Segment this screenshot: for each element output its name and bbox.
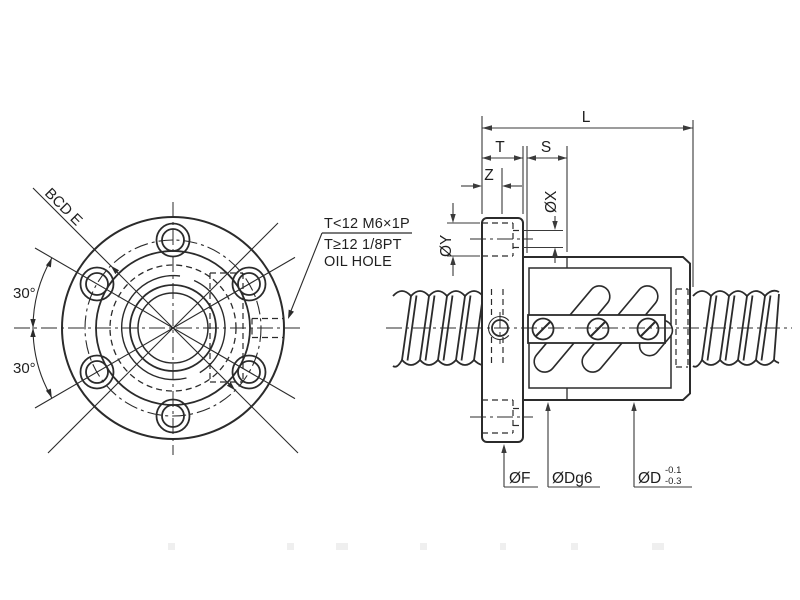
angle-arc-arrows [30,258,52,398]
dim-label-diam-dg6: ØDg6 [552,470,593,487]
note-line-3: OIL HOLE [324,254,392,270]
side-centerlines [386,238,792,418]
diam-d-tolerance-upper: -0.1 [665,465,681,476]
thread-arc-major [120,274,187,381]
dim-label-diam-d: ØD [638,470,661,487]
dim-label-diam-f: ØF [509,470,531,487]
dim-label-diam-y: ØY [438,235,455,257]
front-centerlines [14,202,302,455]
side-view [386,217,792,443]
dim-label-t: T [495,139,505,156]
bcd-arrows [110,265,236,391]
bcd-label: BCD E [41,185,85,229]
note-line-1: T<12 M6×1P [324,216,410,232]
clamp-screws [531,317,660,341]
dim-label-diam-x: ØX [543,190,560,213]
note-line-2: T≥12 1/8PT [324,237,402,253]
screw-shaft-left [392,290,484,368]
bcd-diagonal-line [32,187,299,454]
hidden-bore-right [675,288,689,368]
dim-label-l: L [582,109,591,126]
dimension-graphics [447,116,694,488]
thread-arc-minor [193,279,226,374]
cross-diagonal-line [47,222,279,454]
angle-label-bottom: 30° [13,360,36,377]
oil-hole-note: T<12 M6×1P T≥12 1/8PT OIL HOLE [288,216,412,319]
front-view [14,187,302,455]
dim-label-z: Z [484,167,493,184]
diam-d-tolerance-lower: -0.3 [665,476,681,487]
angle-line-upper [34,247,296,400]
screw-shaft-right [692,289,780,368]
angle-label-top: 30° [13,285,36,302]
dimension-arrowheads [450,125,693,453]
watermark-row [168,543,664,550]
note-leader-arrow [288,309,294,319]
flange-hidden-holes [482,222,523,434]
angle-line-lower [34,256,296,409]
dim-label-s: S [541,139,551,156]
hidden-oil-hole [251,317,284,339]
